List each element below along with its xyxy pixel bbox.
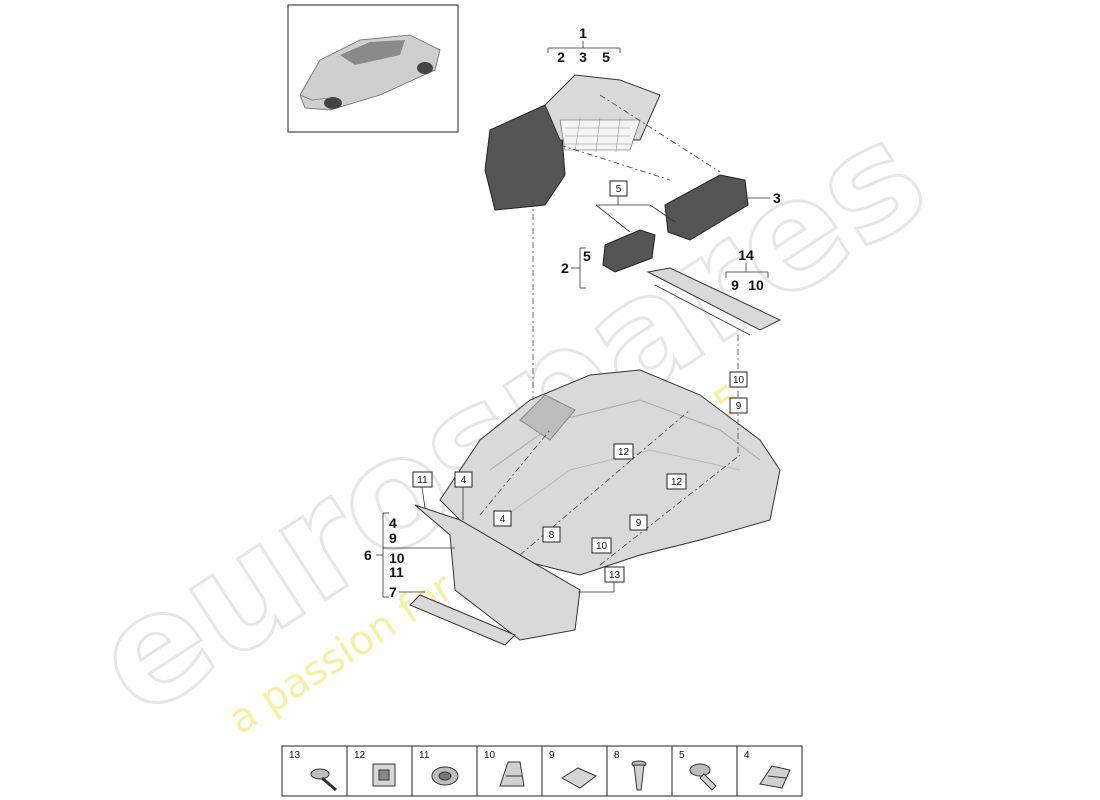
clip-nut-icon: [372, 763, 396, 787]
strip-cell-9: 9: [549, 750, 597, 789]
side-trim-panel: [484, 74, 661, 211]
callout-1-item-2: 2: [557, 49, 565, 65]
spring-clip-icon: [499, 761, 525, 787]
callout-group-14: 14 9 10: [725, 247, 769, 293]
box-callout-10b: 10: [591, 537, 612, 554]
trim-cover: [664, 174, 749, 241]
svg-text:12: 12: [618, 447, 630, 458]
strip-cell-11: 11: [419, 750, 459, 786]
callout-group-1: 1 2 3 5: [547, 25, 621, 65]
svg-text:5: 5: [679, 750, 685, 761]
callout-1: 1: [579, 25, 587, 41]
svg-text:10: 10: [484, 750, 496, 761]
svg-text:10: 10: [596, 541, 608, 552]
callout-1-item-5: 5: [602, 49, 610, 65]
box-callout-12a: 12: [613, 443, 634, 460]
callout-2-label: 2: [561, 260, 569, 276]
callout-7-label: 7: [389, 584, 397, 600]
callout-3: 3: [748, 190, 781, 206]
svg-text:11: 11: [419, 750, 430, 761]
box-callout-4a: 4: [454, 471, 473, 520]
svg-text:9: 9: [549, 750, 555, 761]
box-callout-8: 8: [542, 526, 561, 543]
callout-group-2: 2 5: [561, 247, 591, 289]
svg-text:4: 4: [500, 514, 506, 525]
callout-6-item-10: 10: [389, 550, 405, 566]
screw-icon: [310, 768, 337, 792]
luggage-compartment-floor: [439, 369, 781, 576]
callout-group-6: 6 4 9 10 11 7: [364, 512, 455, 600]
svg-text:4: 4: [744, 750, 750, 761]
svg-text:9: 9: [736, 401, 742, 412]
svg-text:9: 9: [636, 518, 642, 529]
callout-6-item-11: 11: [389, 564, 404, 580]
parts-strip: 13 12 11 10: [281, 745, 803, 797]
callout-2-item-5: 5: [583, 248, 591, 264]
callout-14-item-10: 10: [748, 277, 764, 293]
fastener-clip-icon: [759, 765, 791, 789]
expanding-rivet-icon: [689, 763, 717, 791]
small-cover: [602, 229, 656, 273]
callout-1-item-3: 3: [579, 49, 587, 65]
box-callout-9a: 9: [729, 397, 748, 414]
callout-6-item-9: 9: [389, 530, 397, 546]
svg-text:12: 12: [671, 477, 683, 488]
box-callout-9b: 9: [629, 514, 648, 531]
box-callout-4b: 4: [493, 510, 512, 527]
grommet-icon: [431, 766, 459, 786]
svg-text:13: 13: [609, 570, 621, 581]
vehicle-thumbnail: [287, 4, 459, 133]
sill-strip: [646, 267, 782, 336]
svg-text:8: 8: [614, 750, 620, 761]
strip-cell-13: 13: [289, 750, 337, 792]
svg-text:4: 4: [461, 475, 467, 486]
rear-panel: [409, 504, 581, 646]
svg-text:12: 12: [354, 750, 366, 761]
callout-14-item-9: 9: [731, 277, 739, 293]
svg-text:8: 8: [549, 530, 555, 541]
strip-cell-4: 4: [744, 750, 791, 789]
box-callout-10a: 10: [729, 371, 748, 388]
strip-cell-12: 12: [354, 750, 396, 787]
boxed-callouts: 5 10 9 12 12 11 4: [412, 180, 748, 593]
svg-text:13: 13: [289, 750, 301, 761]
callout-3-label: 3: [773, 190, 781, 206]
plug-icon: [631, 760, 647, 791]
callout-14: 14: [738, 247, 754, 263]
box-callout-5: 5: [595, 180, 676, 233]
callout-6-label: 6: [364, 547, 372, 563]
strip-cell-5: 5: [679, 750, 717, 791]
svg-text:10: 10: [733, 375, 745, 386]
box-callout-11: 11: [412, 471, 433, 509]
callout-6-item-4: 4: [389, 515, 397, 531]
svg-text:11: 11: [417, 475, 428, 486]
box-callout-12b: 12: [666, 473, 687, 490]
svg-text:5: 5: [616, 184, 622, 195]
strip-cell-8: 8: [614, 750, 647, 791]
pad-icon: [561, 767, 597, 789]
strip-cell-10: 10: [484, 750, 525, 787]
box-callout-13: 13: [578, 566, 625, 593]
